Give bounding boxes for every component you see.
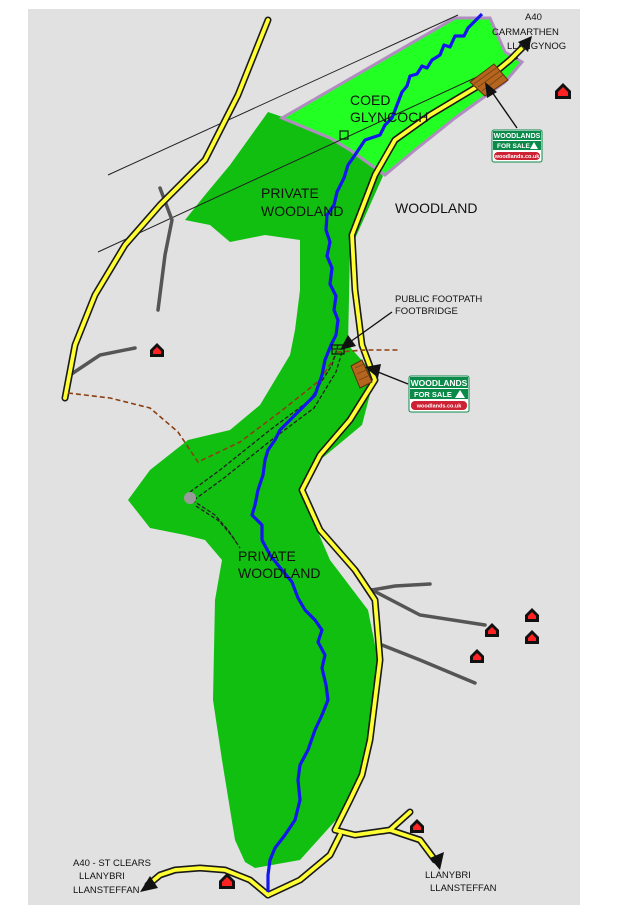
road-label-carmarthen: CARMARTHEN	[492, 27, 559, 38]
road-arrow-se	[430, 852, 444, 870]
plot-for-sale	[469, 63, 509, 97]
svg-text:FOR SALE: FOR SALE	[414, 390, 452, 399]
coed-glyncoch-area	[278, 16, 525, 177]
plot-for-sale	[350, 359, 373, 389]
house-icon	[470, 649, 484, 663]
private-woodland-label: PRIVATE	[261, 185, 319, 201]
road-label-llanybri: LLANYBRI	[79, 871, 125, 882]
clearing	[184, 492, 196, 504]
road-label-llangynog: LLANGYNOG	[507, 41, 566, 52]
svg-text:FOR SALE: FOR SALE	[497, 143, 531, 150]
road-arrow-sw	[140, 876, 158, 892]
svg-text:WOODLANDS: WOODLANDS	[411, 378, 468, 388]
house-icon	[219, 873, 235, 889]
svg-text:WOODLANDS: WOODLANDS	[494, 133, 541, 140]
public-footpath	[67, 349, 400, 464]
sign-pointer	[365, 364, 409, 385]
house-icon	[150, 343, 164, 357]
coed-glyncoch-label: COED	[350, 92, 390, 108]
footbridge-icon	[331, 344, 345, 355]
road-label-llanybri-se: LLANYBRI	[425, 870, 471, 881]
site-marker	[339, 130, 349, 140]
house-icon	[525, 630, 539, 644]
footbridge-label: FOOTBRIDGE	[395, 306, 458, 317]
road-label-llansteffan: LLANSTEFFAN	[73, 885, 140, 896]
coed-glyncoch-label: GLYNCOCH	[350, 109, 428, 125]
svg-text:woodlands.co.uk: woodlands.co.uk	[416, 404, 463, 410]
house-icon	[525, 608, 539, 622]
woodland-track-dashed	[189, 344, 343, 549]
tracks	[68, 186, 487, 685]
woodlands-for-sale-sign: WOODLANDS FOR SALE woodlands.co.uk	[408, 375, 470, 413]
house-icon	[410, 819, 424, 833]
road-arrow-ne	[518, 36, 532, 52]
woodlands-for-sale-sign: WOODLANDS FOR SALE woodlands.co.uk	[491, 129, 543, 163]
road-label-a40: A40	[525, 12, 542, 23]
private-woodland-label: WOODLAND	[261, 203, 343, 219]
private-woodland-label: PRIVATE	[238, 548, 296, 564]
power-line	[97, 57, 519, 253]
private-woodland-area	[128, 112, 383, 868]
river	[250, 12, 484, 892]
woodland-label: WOODLAND	[395, 200, 477, 216]
svg-text:woodlands.co.uk: woodlands.co.uk	[494, 154, 541, 160]
road-label-llansteffan-se: LLANSTEFFAN	[430, 883, 497, 894]
private-woodland-label: WOODLAND	[238, 565, 320, 581]
roads	[61, 16, 529, 899]
power-line	[107, 14, 459, 176]
sign-pointer	[485, 82, 518, 129]
road-label-a40-st-clears: A40 - ST CLEARS	[73, 858, 151, 869]
tree-icon	[455, 390, 465, 398]
footpath-label: PUBLIC FOOTPATH	[395, 294, 482, 305]
tree-icon	[530, 142, 538, 149]
house-icon	[485, 623, 499, 637]
house-icon	[555, 83, 571, 99]
